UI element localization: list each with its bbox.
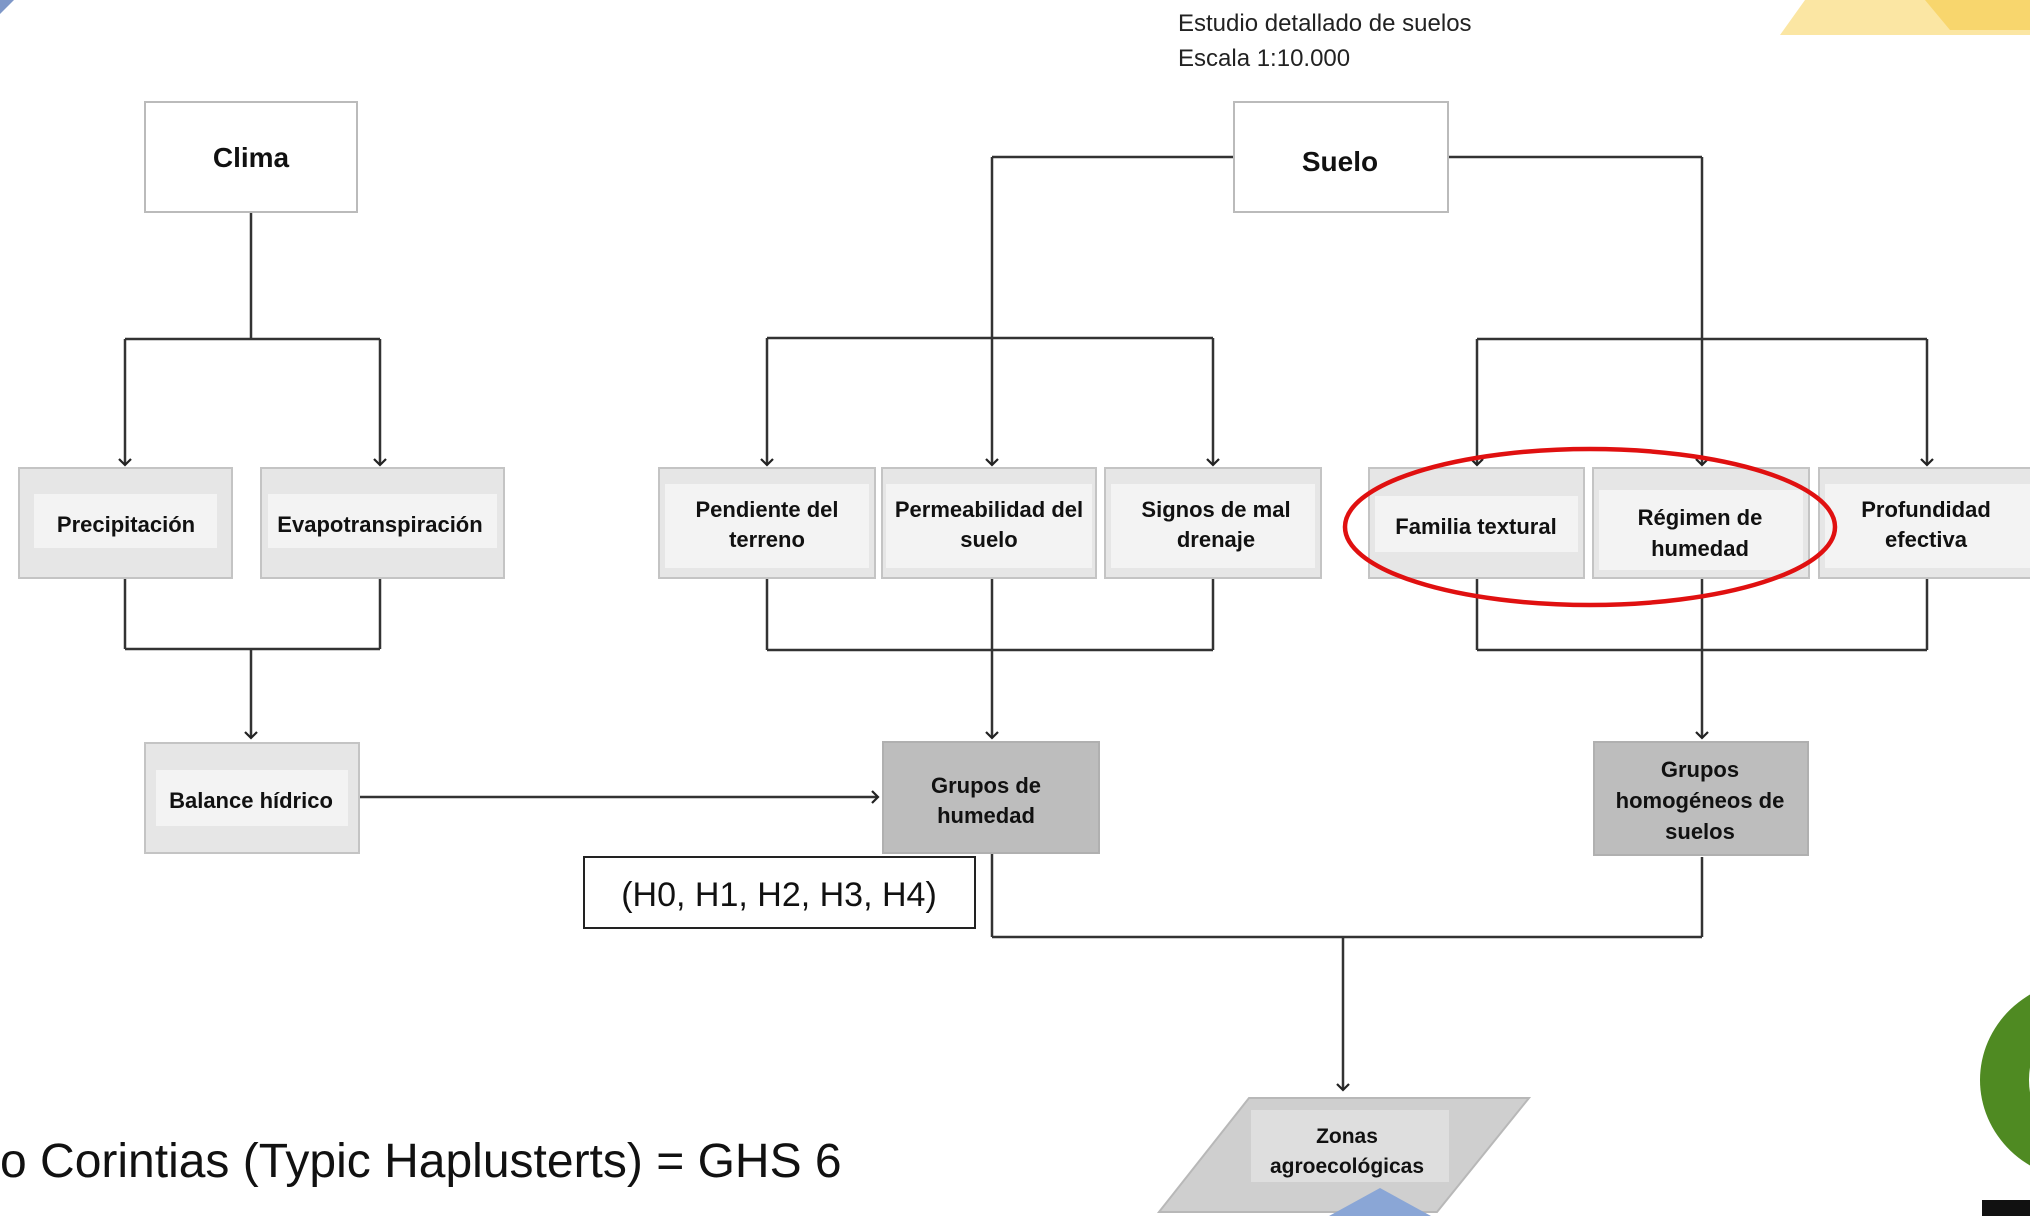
node-suelo-label: Suelo (1302, 146, 1378, 177)
corner-decoration-gold (1925, 0, 2030, 30)
node-permeabilidad-line1: Permeabilidad del (895, 497, 1083, 522)
node-familia-textural: Familia textural (1368, 467, 1585, 579)
node-zonas-line2: agroecológicas (1270, 1155, 1424, 1178)
node-regimen-line2: humedad (1651, 536, 1749, 561)
connectors (118, 155, 1934, 1092)
node-regimen-humedad: Régimen de humedad (1592, 467, 1810, 579)
node-pendiente-terreno: Pendiente del terreno (658, 467, 876, 579)
humidity-groups-callout: (H0, H1, H2, H3, H4) (583, 856, 976, 929)
footer-soil-classification: o Corintias (Typic Haplusterts) = GHS 6 (0, 1135, 842, 1188)
node-grupos-humedad: Grupos de humedad (882, 741, 1100, 854)
logo-fragment (1980, 994, 2030, 1216)
node-balance-hidrico: Balance hídrico (144, 742, 360, 854)
node-pendiente-line1: Pendiente del (695, 497, 838, 522)
node-zonas-line1: Zonas (1316, 1125, 1378, 1148)
node-evapotranspiracion: Evapotranspiración (260, 467, 505, 579)
corner-decoration-blue (0, 0, 14, 14)
node-clima: Clima (144, 101, 358, 213)
node-clima-label: Clima (213, 142, 290, 173)
zonas-blue-triangle (1329, 1188, 1431, 1216)
node-grupos-homogeneos-line3: suelos (1665, 819, 1735, 844)
node-grupos-homogeneos-line2: homogéneos de (1616, 788, 1785, 813)
node-grupos-homogeneos-line1: Grupos (1661, 757, 1739, 782)
header-scale: Escala 1:10.000 (1178, 45, 1350, 72)
humidity-groups-callout-text: (H0, H1, H2, H3, H4) (621, 876, 937, 914)
node-precipitacion: Precipitación (18, 467, 233, 579)
header-study-title: Estudio detallado de suelos (1178, 10, 1472, 37)
node-signos-drenaje: Signos de mal drenaje (1104, 467, 1322, 579)
node-permeabilidad-line2: suelo (960, 527, 1017, 552)
node-profundidad-line2: efectiva (1885, 527, 1968, 552)
node-grupos-humedad-line2: humedad (937, 803, 1035, 828)
highlight-ellipse (1342, 446, 1838, 608)
node-permeabilidad-suelo: Permeabilidad del suelo (881, 467, 1097, 579)
node-zonas-agroecologicas: Zonas agroecológicas (1156, 1097, 1532, 1216)
node-suelo: Suelo (1233, 101, 1449, 213)
node-grupos-humedad-line1: Grupos de (931, 773, 1041, 798)
node-grupos-homogeneos: Grupos homogéneos de suelos (1593, 741, 1809, 856)
node-familia-label: Familia textural (1395, 514, 1556, 539)
node-drenaje-line2: drenaje (1177, 527, 1255, 552)
node-precipitacion-label: Precipitación (57, 512, 195, 537)
node-regimen-line1: Régimen de (1638, 505, 1763, 530)
node-profundidad-line1: Profundidad (1861, 497, 1991, 522)
node-pendiente-line2: terreno (729, 527, 805, 552)
node-drenaje-line1: Signos de mal (1141, 497, 1290, 522)
node-profundidad-efectiva: Profundidad efectiva (1818, 467, 2030, 579)
node-evapotranspiracion-label: Evapotranspiración (277, 512, 482, 537)
node-balance-hidrico-label: Balance hídrico (169, 788, 333, 813)
